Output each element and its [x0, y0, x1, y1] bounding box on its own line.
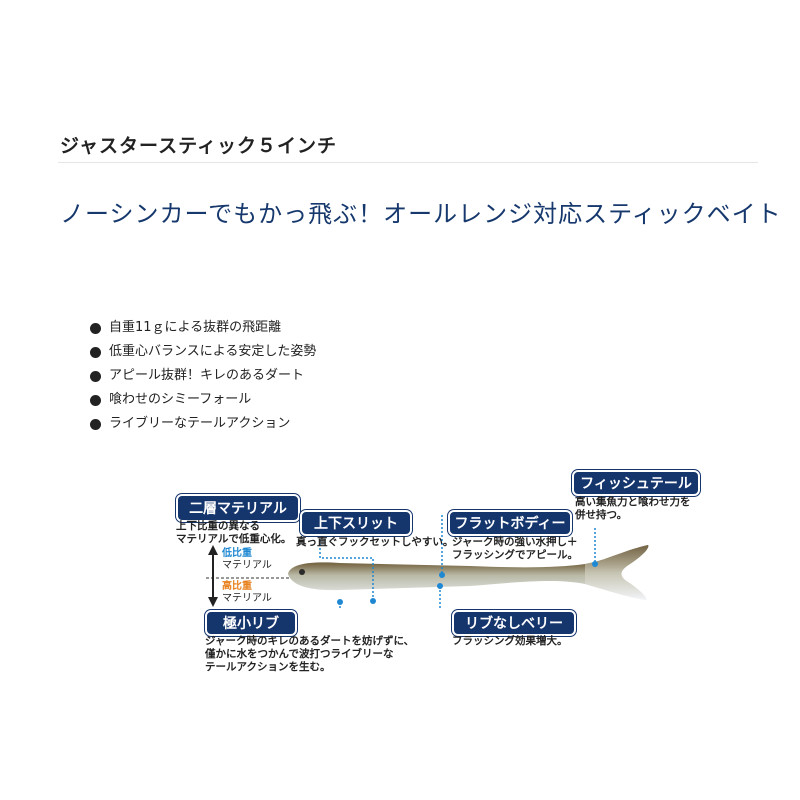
callout-micro-rib: 極小リブ [205, 610, 297, 636]
arrow-down-icon [208, 597, 218, 607]
bullet-icon [90, 394, 101, 406]
feature-item: 自重11ｇによる抜群の飛距離 [90, 316, 316, 340]
callout-flat-body-desc: ジャーク時の強い水押し＋ フラッシングでアピール。 [452, 536, 578, 561]
callout-dual-material-desc: 上下比重の異なる マテリアルで低重心化。 [176, 520, 292, 545]
rib-dot [337, 599, 343, 605]
low-density-label: 低比重 マテリアル [222, 548, 272, 571]
arrow-up-icon [208, 545, 218, 555]
bullet-icon [90, 322, 101, 334]
feature-list: 自重11ｇによる抜群の飛距離 低重心バランスによる安定した姿勢 アピール抜群！キ… [90, 316, 316, 436]
product-title: ジャスタースティック５インチ [60, 135, 337, 157]
callout-slit-desc: 真っ直ぐフックセットしやすい。 [296, 536, 454, 548]
tail-dot [592, 561, 598, 567]
bullet-icon [90, 418, 101, 430]
slit-leader [319, 540, 374, 601]
feature-item: 喰わせのシミーフォール [90, 388, 316, 412]
callout-no-rib-belly-desc: フラッシング効果増大。 [452, 635, 568, 647]
high-density-label: 高比重 マテリアル [222, 581, 272, 604]
bullet-icon [90, 370, 101, 382]
callout-fish-tail-desc: 高い集魚力と喰わせ力を 併せ持つ。 [575, 496, 691, 521]
lure-tail [585, 545, 649, 600]
lure-body [288, 545, 649, 600]
belly-dot [437, 583, 443, 589]
slit-dot [370, 598, 376, 604]
callout-dual-material: 二層マテリアル [176, 494, 300, 522]
feature-item: 低重心バランスによる安定した姿勢 [90, 340, 316, 364]
lure-feature-diagram: 二層マテリアル 上下比重の異なる マテリアルで低重心化。 上下スリット 真っ直ぐ… [0, 460, 800, 700]
product-headline: ノーシンカーでもかっ飛ぶ！オールレンジ対応スティックベイト [60, 200, 782, 228]
flat-body-dot [439, 572, 445, 578]
bullet-icon [90, 346, 101, 358]
callout-micro-rib-desc: ジャーク時のキレのあるダートを妨げずに、 僅かに水をつかんで波打つライブリーな … [205, 635, 415, 673]
callout-slit: 上下スリット [300, 510, 412, 536]
callout-no-rib-belly: リブなしベリー [452, 610, 576, 636]
callout-fish-tail: フィッシュテール [572, 470, 700, 496]
lure-eye-icon [299, 569, 305, 575]
callout-flat-body: フラットボディー [448, 510, 572, 536]
feature-item: アピール抜群！キレのあるダート [90, 364, 316, 388]
lure-illustration [206, 515, 649, 610]
title-divider [58, 162, 758, 163]
feature-item: ライブリーなテールアクション [90, 412, 316, 436]
